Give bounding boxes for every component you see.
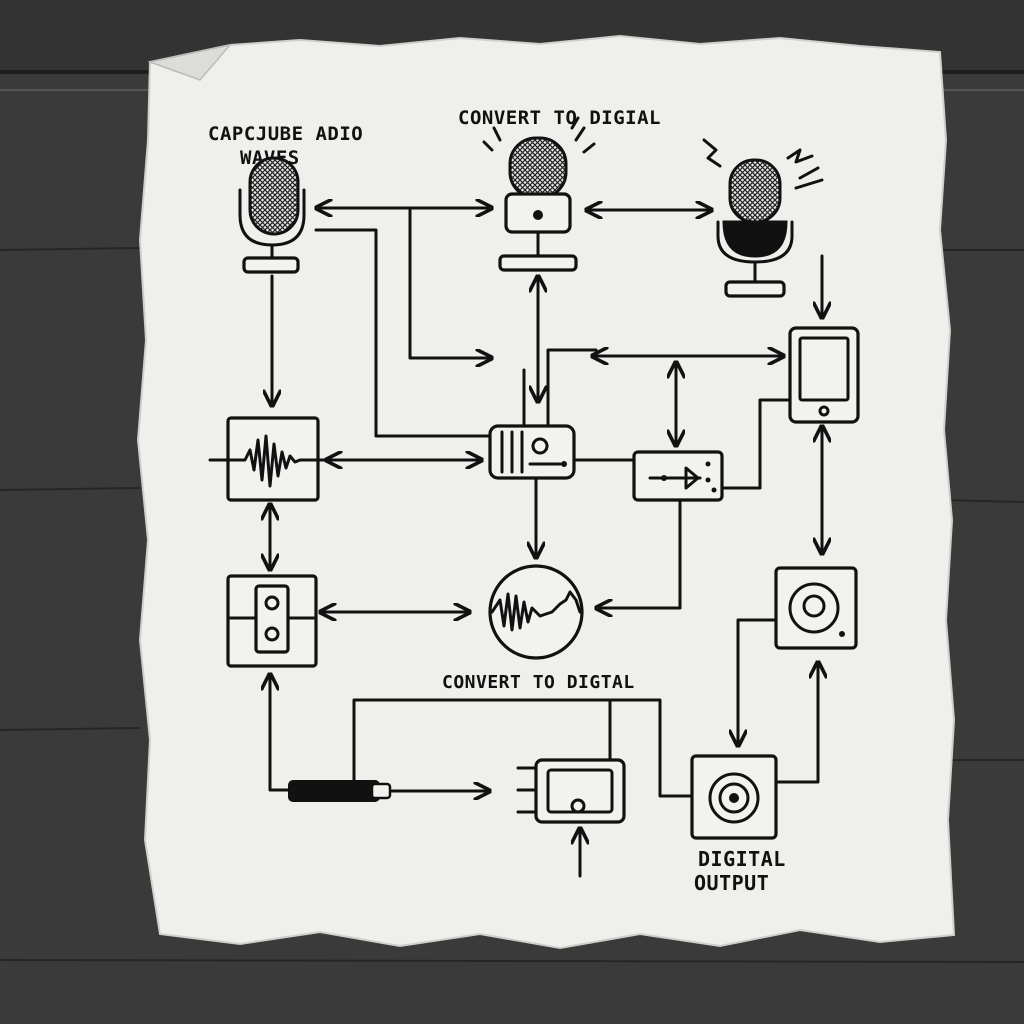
cable-icon: [288, 780, 392, 802]
label-capture-audio-line1: CAPCJUBE ADIO: [208, 123, 363, 145]
speaker-icon: [774, 566, 858, 650]
speaker-icon: [690, 754, 778, 840]
connector-lines: [270, 208, 822, 878]
converter-icon: [632, 450, 724, 502]
recorder-icon: [488, 424, 576, 480]
microphone-icon: [238, 156, 306, 274]
label-digital-output-line1: DIGITAL: [698, 847, 786, 871]
waveform-icon: [208, 416, 332, 502]
digital-waveform-icon: [488, 564, 584, 660]
microphone-icon: [702, 138, 824, 298]
folded-corner: [147, 43, 233, 81]
paper-sheet: [136, 34, 956, 950]
label-convert-to-digital-middle: CONVERT TO DIGTAL: [442, 672, 635, 693]
interface-icon: [516, 758, 626, 824]
cassette-icon: [226, 574, 318, 668]
label-convert-to-digital-top: CONVERT TO DIGIAL: [458, 107, 661, 129]
tablet-icon: [788, 326, 860, 424]
label-digital-output-line2: OUTPUT: [694, 871, 769, 895]
microphone-icon: [482, 116, 596, 272]
